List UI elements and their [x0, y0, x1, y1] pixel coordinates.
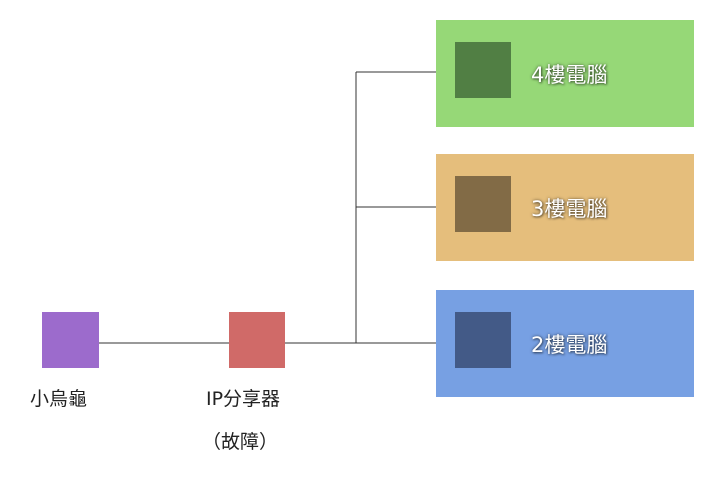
computer-4f-panel: 4樓電腦: [436, 20, 694, 127]
computer-3f-label: 3樓電腦: [531, 196, 608, 221]
computer-3f-panel: 3樓電腦: [436, 154, 694, 261]
computer-2f-panel: 2樓電腦: [436, 290, 694, 397]
computer-4f-label: 4樓電腦: [531, 62, 608, 87]
computer-3f-box: [455, 176, 511, 232]
router-label: IP分享器: [206, 388, 281, 410]
turtle-node: [42, 312, 99, 368]
computer-2f-box: [455, 312, 511, 368]
router-node: [229, 312, 285, 368]
computer-2f-label: 2樓電腦: [531, 332, 608, 357]
computer-4f-box: [455, 42, 511, 98]
turtle-label: 小烏龜: [30, 388, 88, 410]
router-status-label: （故障）: [202, 431, 279, 453]
